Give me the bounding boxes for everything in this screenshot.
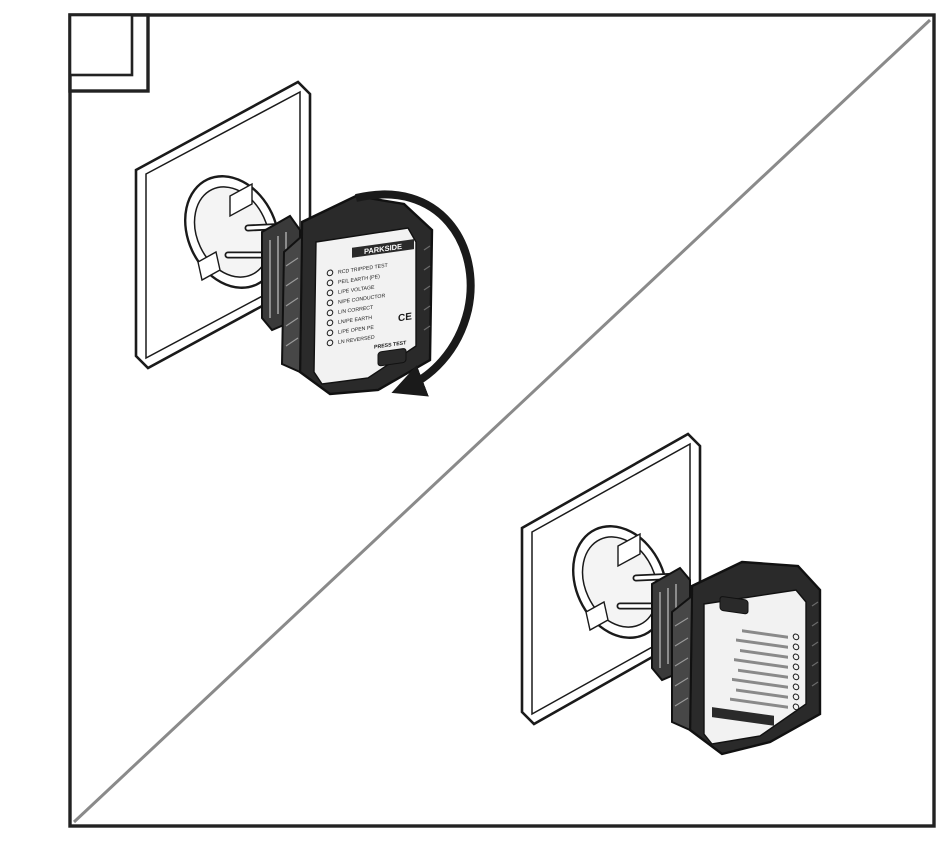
step-number-box <box>70 15 148 91</box>
scene-insert-rotate: PARKSIDE RCD TRIPPED TEST PE/L EARTH (PE… <box>136 82 471 394</box>
socket-tester-icon: PARKSIDE RCD TRIPPED TEST PE/L EARTH (PE… <box>282 196 432 394</box>
ce-mark: CE <box>398 311 412 324</box>
scene-rotated-result <box>522 434 820 754</box>
socket-tester-icon <box>672 562 820 754</box>
